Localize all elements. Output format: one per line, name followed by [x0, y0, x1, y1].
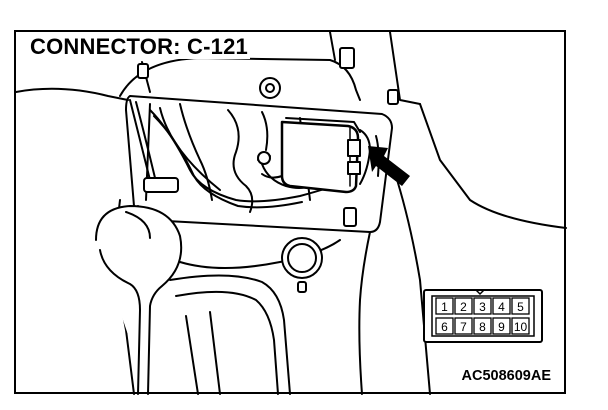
top-row-pin-label-1: 1: [441, 300, 448, 314]
top-row-pin-label-5: 5: [517, 300, 524, 314]
bottom-row-pin-cell-8: [473, 317, 492, 335]
bottom-row-pin-cell-10: [511, 317, 530, 335]
bottom-row-pin-cell-7: [454, 317, 473, 335]
trim-slot-top-left: [137, 63, 149, 79]
top-row-pin-cell-2: [454, 297, 473, 315]
trim-slot-bottom-left: [143, 177, 179, 193]
trim-slot-top-right: [387, 89, 399, 105]
top-row-pin-label-2: 2: [460, 300, 467, 314]
connector-arrow: [368, 146, 410, 186]
top-row-pin-cell-1: [435, 297, 454, 315]
top-row-pin-cell-5: [511, 297, 530, 315]
top-row-pin-label-3: 3: [479, 300, 486, 314]
figure-code: AC508609AE: [461, 368, 551, 384]
top-row-pin-cell-4: [492, 297, 511, 315]
bottom-row-pin-cell-9: [492, 317, 511, 335]
top-row-pin-cell-3: [473, 297, 492, 315]
bottom-row-pin-label-7: 7: [460, 320, 467, 334]
console-panel-outline: [119, 57, 361, 101]
connector-title: CONNECTOR: C-121: [28, 34, 250, 59]
top-row-pin-label-4: 4: [498, 300, 505, 314]
dashboard-edge: [15, 87, 129, 101]
bottom-row-pin-label-10: 10: [514, 320, 528, 334]
top-knob: [259, 77, 281, 99]
bottom-row-pin-label-9: 9: [498, 320, 505, 334]
bottom-row-pin-cell-6: [435, 317, 454, 335]
bottom-row-pin-label-6: 6: [441, 320, 448, 334]
bottom-row-pin-label-8: 8: [479, 320, 486, 334]
connector-box: [280, 120, 360, 194]
trim-slot-bottom-right: [343, 207, 357, 227]
